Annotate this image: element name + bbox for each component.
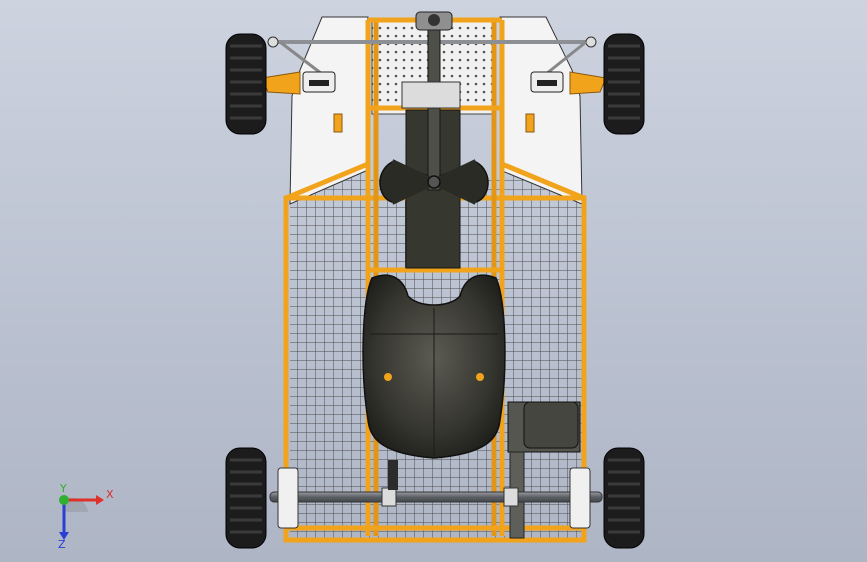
tie-rod-end-left (267, 36, 279, 48)
front-right-bracket (569, 71, 607, 95)
rear-right-wheel (603, 447, 645, 549)
y-axis-label: Y (59, 482, 67, 495)
tie-rod-end-right (585, 36, 597, 48)
rear-left-bearing (277, 467, 299, 529)
coordinate-triad: X Y Z (58, 482, 114, 548)
rear-left-wheel (225, 447, 267, 549)
steering-wheel[interactable] (379, 159, 489, 205)
x-axis-label: X (106, 488, 114, 501)
rear-right-bearing (569, 467, 591, 529)
front-left-wheel (225, 33, 267, 135)
front-right-wheel (603, 33, 645, 135)
z-axis-label: Z (58, 538, 66, 548)
rear-axle (269, 491, 603, 503)
y-axis-origin (59, 495, 69, 505)
front-left-bracket (261, 71, 301, 95)
steering-column (427, 29, 441, 191)
